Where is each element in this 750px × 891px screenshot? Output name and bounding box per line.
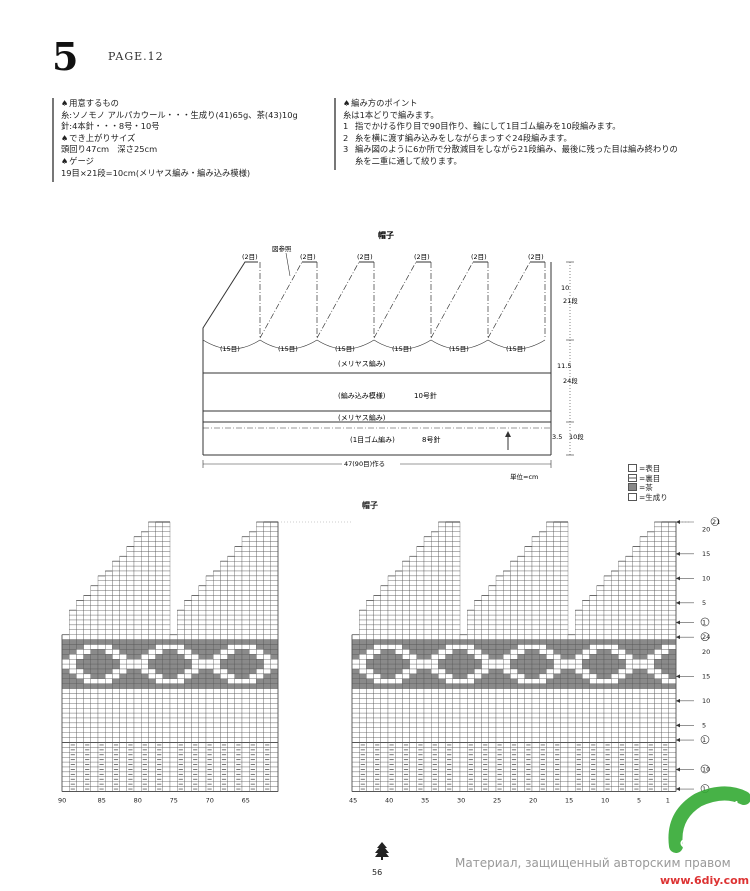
- chart-title: 帽子: [362, 501, 378, 510]
- chart-tick-right: 15: [565, 797, 573, 805]
- page-label: PAGE.12: [108, 50, 164, 63]
- gauge-heading: ゲージ: [61, 156, 298, 168]
- chart-row-label: 10: [702, 697, 710, 705]
- section-label-6: (15目): [506, 345, 526, 353]
- chart-tick-right: 10: [601, 797, 609, 805]
- top-label-4: (2目): [414, 253, 430, 261]
- chart-row-label: 21: [712, 518, 720, 526]
- materials-block: 用意するもの 糸:ソノモノ アルパカウール・・・生成り(41)65g、茶(43)…: [61, 98, 298, 179]
- chart-tick-right: 25: [493, 797, 501, 805]
- hat-schematic: 帽子 図参照 (2目) (2目) (2目) (2目) (2目) (2目) (: [202, 230, 584, 481]
- schematic-title: 帽子: [378, 230, 394, 240]
- dim-crown-rows: 21段: [563, 296, 578, 305]
- top-label-5: (2目): [471, 253, 487, 261]
- band-fairisle-needle: 10号針: [414, 391, 437, 400]
- tree-icon: [375, 842, 389, 864]
- chart-row-label: 5: [702, 721, 706, 729]
- legend-swatch-natural: [628, 492, 637, 501]
- instructions-intro: 糸は1本どりで編みます。: [343, 109, 439, 120]
- chart-row-label: 1: [702, 618, 706, 626]
- top-label-3: (2目): [357, 253, 373, 261]
- copyright-watermark: Материал, защищенный авторским правом: [455, 856, 731, 870]
- section-label-2: (15目): [278, 345, 298, 353]
- dim-body-rows: 24段: [563, 376, 578, 385]
- chart-row-label: 1: [702, 785, 706, 793]
- section-label-5: (15目): [449, 345, 469, 353]
- instructions-block: 編み方のポイント 糸は1本どりで編みます。 1指でかける作り目で90目作り、輪に…: [343, 98, 678, 168]
- chart-tick-right: 40: [385, 797, 393, 805]
- chart-row-label: 10: [702, 765, 710, 773]
- materials-needles: 針:4本針・・・8号・10号: [61, 121, 160, 132]
- chart-tick-left: 90: [58, 797, 66, 805]
- band-stockinette-top: (メリヤス編み): [338, 359, 386, 368]
- gauge-value: 19目×21段=10cm(メリヤス編み・編み込み模様): [61, 167, 251, 178]
- legend-purl: =裏目: [628, 473, 668, 484]
- legend-knit: =表目: [628, 464, 668, 474]
- section-label-3: (15目): [335, 345, 355, 353]
- cast-on-label: 47(90目)作る: [344, 459, 385, 468]
- pattern-number: 5: [52, 34, 79, 79]
- chart-tick-right: 1: [666, 797, 670, 805]
- schematic-ref-label: 図参照: [272, 244, 292, 253]
- chart-tick-left: 65: [242, 797, 250, 805]
- size-heading: でき上がりサイズ: [61, 133, 298, 145]
- top-label-1: (2目): [242, 253, 258, 261]
- band-ribbing: (1目ゴム編み): [350, 435, 395, 444]
- materials-bar: [52, 98, 54, 182]
- top-label-2: (2目): [300, 253, 316, 261]
- unit-label: 単位=cm: [510, 472, 538, 481]
- legend-swatch-brown: [628, 483, 637, 492]
- chart-tick-left: 75: [170, 797, 178, 805]
- legend-swatch-knit: [628, 464, 637, 472]
- page-number: 56: [372, 868, 383, 877]
- legend-natural: =生成り: [628, 492, 668, 503]
- materials-heading: 用意するもの: [61, 98, 298, 110]
- chart-row-label: 20: [702, 648, 710, 656]
- size-value: 頭回り47cm 深さ25cm: [61, 144, 158, 155]
- instructions-bar: [334, 98, 336, 170]
- legend: =表目 =裏目 =茶 =生成り: [628, 464, 668, 502]
- chart-row-label: 15: [702, 550, 710, 558]
- section-label-1: (15目): [220, 345, 240, 353]
- chart-tick-right: 30: [457, 797, 465, 805]
- chart-tick-right: 5: [637, 797, 641, 805]
- step-3-cont: 糸を二重に通して絞ります。: [355, 155, 462, 166]
- chart-tick-right: 35: [421, 797, 429, 805]
- chart-row-label: 20: [702, 525, 710, 533]
- chart-row-label: 15: [702, 672, 710, 680]
- dim-rib-rows: 10段: [569, 432, 584, 441]
- site-watermark: www.6diy.com: [660, 874, 750, 887]
- section-label-4: (15目): [392, 345, 412, 353]
- legend-swatch-purl: [628, 473, 637, 482]
- dim-body-cm: 11.5: [557, 362, 571, 370]
- chart-tick-right: 20: [529, 797, 537, 805]
- band-ribbing-needle: 8号針: [422, 435, 440, 444]
- club-watermark: CN手工俱乐部: [668, 786, 750, 862]
- materials-yarn: 糸:ソノモノ アルパカウール・・・生成り(41)65g、茶(43)10g: [61, 109, 298, 120]
- chart-row-label: 5: [702, 599, 706, 607]
- chart-tick-left: 80: [134, 797, 142, 805]
- chart-tick-left: 85: [98, 797, 106, 805]
- band-fairisle: (編み込み模様): [338, 391, 386, 400]
- chart-tick-left: 70: [206, 797, 214, 805]
- dim-rib-cm: 3.5: [552, 433, 562, 441]
- chart-tick-right: 45: [349, 797, 357, 805]
- dim-crown-cm: 10: [561, 284, 569, 292]
- top-label-6: (2目): [528, 253, 544, 261]
- chart-row-label: 10: [702, 574, 710, 582]
- legend-brown: =茶: [628, 483, 668, 493]
- chart-row-label: 24: [702, 633, 710, 641]
- instructions-heading: 編み方のポイント: [343, 98, 678, 110]
- band-stockinette-bottom: (メリヤス編み): [338, 413, 386, 422]
- chart-row-label: 1: [702, 736, 706, 744]
